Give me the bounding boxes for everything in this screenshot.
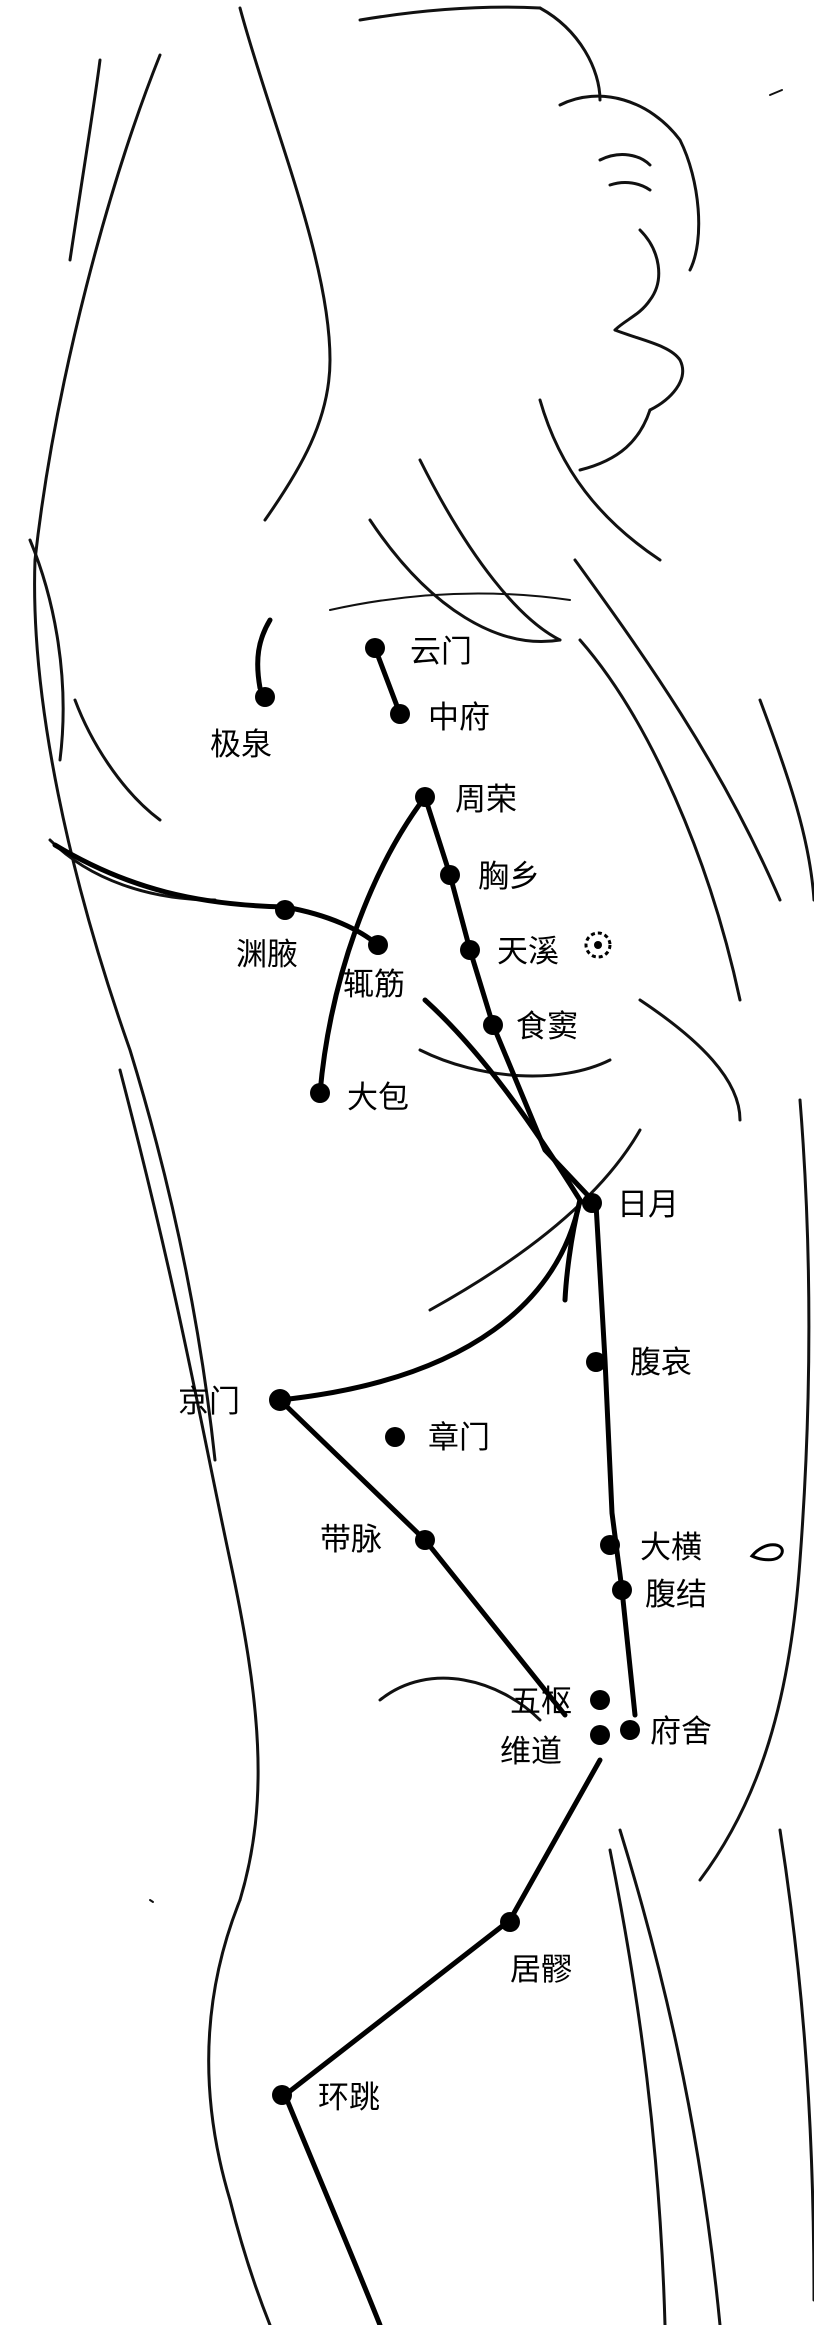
huantiao-leg-line: [282, 2092, 383, 2325]
label-zhejin: 辄筋: [343, 967, 405, 1003]
point-jiquan: [255, 687, 275, 707]
ring-dot-icon: [584, 931, 612, 959]
yunmen-zhongfu-line: [372, 645, 403, 717]
label-juliao: 居髎: [510, 1952, 572, 1988]
label-fujie: 腹结: [645, 1577, 707, 1613]
point-zhangmen: [385, 1427, 405, 1447]
point-dabao: [310, 1083, 330, 1103]
body-outline: [28, 5, 814, 2325]
label-xiongxiang: 胸乡: [478, 859, 540, 895]
label-yunmen: 云门: [410, 634, 472, 670]
point-riyue: [582, 1193, 602, 1213]
point-xiongxiang: [440, 865, 460, 885]
label-zhourong: 周荣: [455, 782, 517, 818]
point-jingmen: [269, 1389, 291, 1411]
label-wushu: 五枢: [510, 1684, 572, 1720]
weidao-huantiao-line: [282, 1757, 603, 2098]
label-yuanye: 渊腋: [236, 937, 298, 973]
point-zhejin: [368, 935, 388, 955]
point-labels: 云门 中府 极泉 周荣 胸乡 天溪 食窦 渊腋 辄筋 大包 日月 腹哀 京门 章…: [178, 634, 712, 2116]
point-juliao: [500, 1912, 520, 1932]
point-fujie: [612, 1580, 632, 1600]
point-zhongfu: [390, 704, 410, 724]
point-fushe: [620, 1720, 640, 1740]
navel-icon: [749, 1543, 784, 1562]
label-shidou: 食窦: [516, 1009, 578, 1045]
point-yuanye: [275, 900, 295, 920]
riyue-loop-line: [562, 1197, 583, 1303]
label-tianxi: 天溪: [497, 934, 559, 970]
point-zhourong: [415, 787, 435, 807]
label-fushe: 府舍: [650, 1714, 712, 1750]
label-fuai: 腹哀: [630, 1345, 692, 1381]
point-daimai: [415, 1530, 435, 1550]
point-weidao: [590, 1725, 610, 1745]
acupoints: [255, 638, 640, 2105]
point-huantiao: [272, 2085, 292, 2105]
label-huantiao: 环跳: [318, 2080, 380, 2116]
label-daimai: 带脉: [320, 1522, 382, 1558]
point-shidou: [483, 1015, 503, 1035]
jiquan-line: [255, 617, 273, 691]
label-zhangmen: 章门: [428, 1420, 490, 1456]
label-zhongfu: 中府: [428, 700, 490, 736]
yuanye-zhejin-line: [52, 842, 381, 948]
label-weidao: 维道: [500, 1734, 562, 1770]
point-wushu: [590, 1690, 610, 1710]
point-tianxi: [460, 940, 480, 960]
label-daheng: 大横: [640, 1530, 702, 1566]
point-daheng: [600, 1535, 620, 1555]
point-fuai: [586, 1352, 606, 1372]
label-riyue: 日月: [617, 1187, 679, 1223]
label-jiquan: 极泉: [210, 727, 272, 763]
meridian-lines: [52, 617, 638, 2325]
label-dabao: 大包: [347, 1080, 409, 1116]
point-yunmen: [365, 638, 385, 658]
label-jingmen: 京门: [178, 1384, 240, 1420]
